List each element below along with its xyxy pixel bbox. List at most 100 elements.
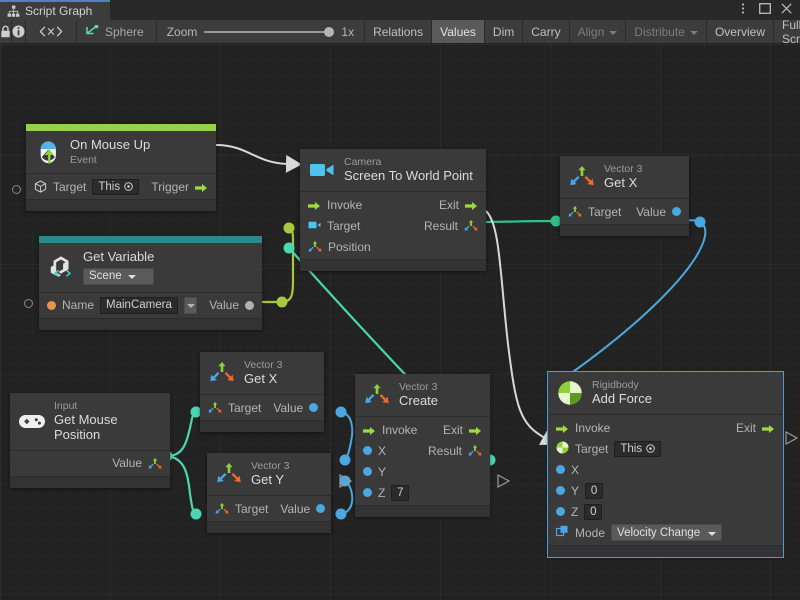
node-get-variable[interactable]: Get Variable Scene Name MainCamera — [39, 236, 262, 330]
vector3-port-icon[interactable] — [308, 240, 322, 253]
row-invoke: Invoke Exit — [300, 194, 486, 215]
z-value-field[interactable]: 7 — [391, 484, 410, 501]
port-z-input[interactable] — [556, 507, 565, 516]
flow-out-arrow-icon[interactable] — [465, 200, 478, 210]
variable-name-dropdown-button[interactable] — [183, 296, 198, 314]
node-title-block: Rigidbody Add Force — [592, 379, 652, 407]
flow-out-arrow-icon[interactable] — [195, 182, 208, 192]
vector3-port-icon[interactable] — [148, 457, 162, 470]
node-vector3-get-x-mid[interactable]: Vector 3 Get X Target Value — [200, 352, 324, 432]
node-subtitle: Vector 3 — [244, 359, 283, 371]
target-this-value: This — [620, 442, 643, 455]
graph-object-selector[interactable]: Sphere — [77, 20, 157, 43]
node-screen-to-world-point[interactable]: Camera Screen To World Point Invoke Exit… — [300, 149, 486, 271]
zoom-slider-knob[interactable] — [324, 26, 335, 37]
port-name-input[interactable] — [47, 300, 56, 310]
port-value-output[interactable] — [309, 403, 319, 412]
force-mode-dropdown[interactable]: Velocity Change — [611, 524, 723, 541]
toolbar-button-full-screen[interactable]: Full Screen — [774, 18, 800, 46]
info-icon[interactable] — [12, 20, 26, 43]
vector3-port-icon[interactable] — [468, 444, 482, 457]
flow-out-arrow-icon[interactable] — [469, 425, 482, 435]
variable-kind-value: Scene — [89, 269, 122, 282]
toolbar-button-carry[interactable]: Carry — [523, 20, 570, 43]
unity-variable-icon — [48, 254, 74, 280]
toolbar-button-values-label: Values — [440, 24, 476, 39]
toolbar-button-values[interactable]: Values — [432, 20, 485, 43]
row-label-exit: Exit — [442, 422, 463, 437]
node-footer — [26, 199, 216, 211]
row-label-value: Value — [273, 400, 304, 415]
graph-object-icon — [85, 24, 99, 39]
y-value-field[interactable]: 0 — [585, 482, 604, 499]
zoom-control[interactable]: Zoom 1x — [157, 20, 366, 43]
toolbar-button-overview[interactable]: Overview — [707, 20, 774, 43]
vector3-icon — [209, 360, 235, 386]
row-label-mode: Mode — [575, 525, 606, 540]
port-y-input[interactable] — [556, 486, 565, 495]
node-body: Target Value — [207, 496, 331, 521]
node-vector3-create[interactable]: Vector 3 Create Invoke Exit X Result — [355, 374, 490, 517]
port-z-input[interactable] — [363, 488, 372, 497]
variable-kind-dropdown[interactable]: Scene — [83, 267, 155, 285]
maximize-icon[interactable] — [758, 2, 771, 15]
enum-port-icon[interactable] — [555, 525, 569, 540]
wire-mouse-to-gety-target — [166, 454, 197, 516]
node-name: Get X — [244, 371, 278, 387]
port-value-output[interactable] — [672, 207, 681, 216]
node-on-mouse-up[interactable]: On Mouse Up Event Target This Trigger — [26, 124, 216, 211]
vector3-port-icon[interactable] — [215, 502, 229, 515]
code-brackets-icon[interactable] — [26, 20, 77, 43]
toolbar-button-dim[interactable]: Dim — [485, 20, 524, 43]
target-this-field[interactable]: This — [614, 440, 662, 457]
close-icon[interactable] — [780, 2, 793, 15]
row-label-x: X — [378, 443, 387, 458]
flow-out-arrow-icon[interactable] — [762, 423, 775, 433]
flow-in-arrow-icon[interactable] — [556, 423, 569, 433]
vector3-port-icon[interactable] — [464, 219, 478, 232]
tab-script-graph[interactable]: Script Graph — [0, 0, 110, 20]
rigidbody-port-icon[interactable] — [556, 441, 569, 457]
graph-object-name: Sphere — [105, 24, 144, 39]
zoom-slider[interactable] — [204, 26, 335, 38]
flow-port-marker-create-in — [339, 473, 353, 489]
node-get-mouse-position[interactable]: Input Get Mouse Position Value — [10, 393, 170, 488]
more-options-icon[interactable] — [736, 2, 749, 15]
toolbar-button-distribute[interactable]: Distribute — [626, 20, 707, 43]
row-label-name: Name — [62, 298, 95, 313]
graph-canvas[interactable]: On Mouse Up Event Target This Trigger — [0, 44, 800, 600]
port-value-output[interactable] — [245, 300, 254, 310]
toolbar-button-align[interactable]: Align — [570, 20, 627, 43]
node-vector3-get-y[interactable]: Vector 3 Get Y Target Value — [207, 453, 331, 533]
z-value: 7 — [397, 486, 404, 499]
lock-icon[interactable] — [0, 20, 12, 43]
external-input-port-on-mouse-up[interactable] — [12, 185, 21, 194]
node-name: Get Variable — [83, 249, 155, 264]
z-value-field[interactable]: 0 — [584, 503, 603, 520]
flow-in-arrow-icon[interactable] — [363, 425, 376, 435]
target-this-field[interactable]: This — [92, 178, 140, 195]
port-x-input[interactable] — [556, 465, 565, 474]
node-header: Get Variable Scene — [39, 243, 262, 293]
port-value-output[interactable] — [316, 504, 326, 513]
row-y: Y — [355, 461, 490, 482]
camera-port-icon[interactable] — [308, 219, 321, 233]
gamepad-icon — [19, 408, 45, 434]
vector3-icon — [569, 164, 595, 190]
flow-in-arrow-icon[interactable] — [308, 200, 321, 210]
vector3-port-icon[interactable] — [568, 205, 582, 218]
flow-port-marker-addforce-out — [785, 430, 799, 446]
node-vector3-get-x-top[interactable]: Vector 3 Get X Target Value — [560, 156, 689, 236]
row-x: X — [548, 459, 783, 480]
node-rigidbody-add-force[interactable]: Rigidbody Add Force Invoke Exit Target — [547, 371, 784, 558]
vector3-port-icon[interactable] — [208, 401, 222, 414]
row-position: Position — [300, 236, 486, 257]
toolbar-button-relations[interactable]: Relations — [365, 20, 433, 43]
port-y-input[interactable] — [363, 467, 372, 476]
node-header: Input Get Mouse Position — [10, 393, 170, 451]
camera-icon — [309, 157, 335, 183]
external-input-port-get-variable[interactable] — [24, 299, 33, 308]
port-x-input[interactable] — [363, 446, 372, 455]
variable-name-field[interactable]: MainCamera — [100, 296, 178, 314]
